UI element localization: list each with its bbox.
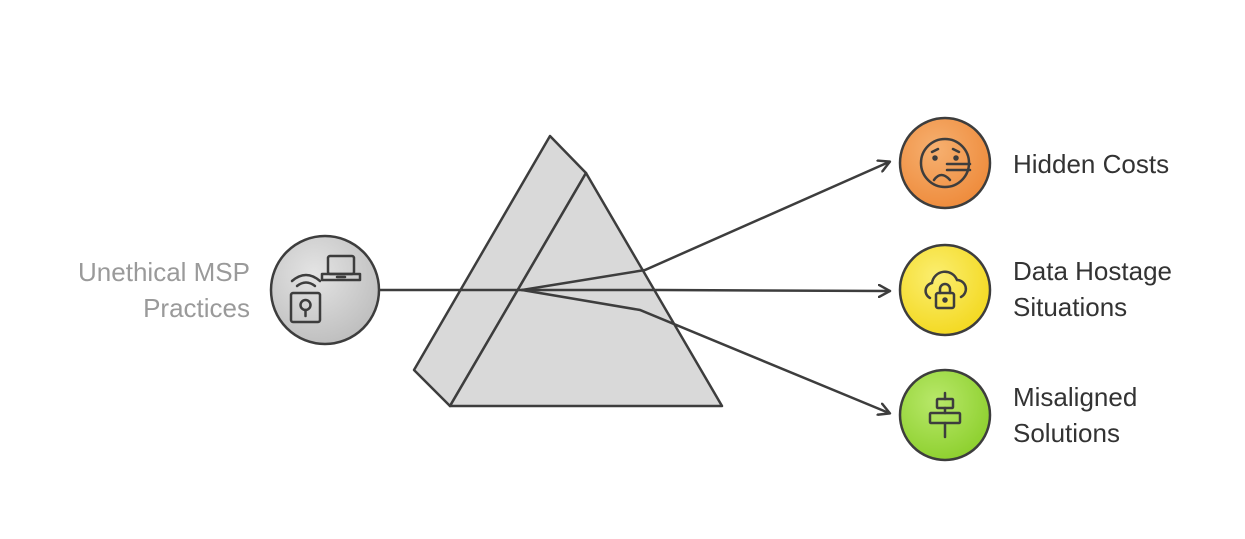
light-beams [378, 162, 889, 413]
output-label-line-1: Misaligned [1013, 382, 1137, 412]
output-label-line-1: Data Hostage [1013, 256, 1172, 286]
align-center-icon [928, 391, 962, 439]
output-hidden-costs: Hidden Costs [898, 116, 1169, 210]
output-misaligned: Misaligned Solutions [898, 368, 1137, 462]
beam-misaligned [520, 288, 889, 413]
worried-face-icon [919, 137, 972, 189]
beam-data-hostage [520, 290, 889, 291]
input-label-line-1: Unethical MSP [78, 257, 250, 287]
cloud-lock-icon [924, 270, 968, 310]
output-label: Hidden Costs [1013, 149, 1169, 179]
prism [412, 134, 724, 408]
output-data-hostage: Data Hostage Situations [898, 243, 1172, 337]
wifi-laptop-lock-icon [289, 254, 362, 324]
beam-hidden-costs [520, 162, 889, 292]
output-label-line-2: Solutions [1013, 418, 1120, 448]
input-node: Unethical MSP Practices [78, 234, 381, 346]
input-label-line-2: Practices [143, 293, 250, 323]
output-label-line-2: Situations [1013, 292, 1127, 322]
